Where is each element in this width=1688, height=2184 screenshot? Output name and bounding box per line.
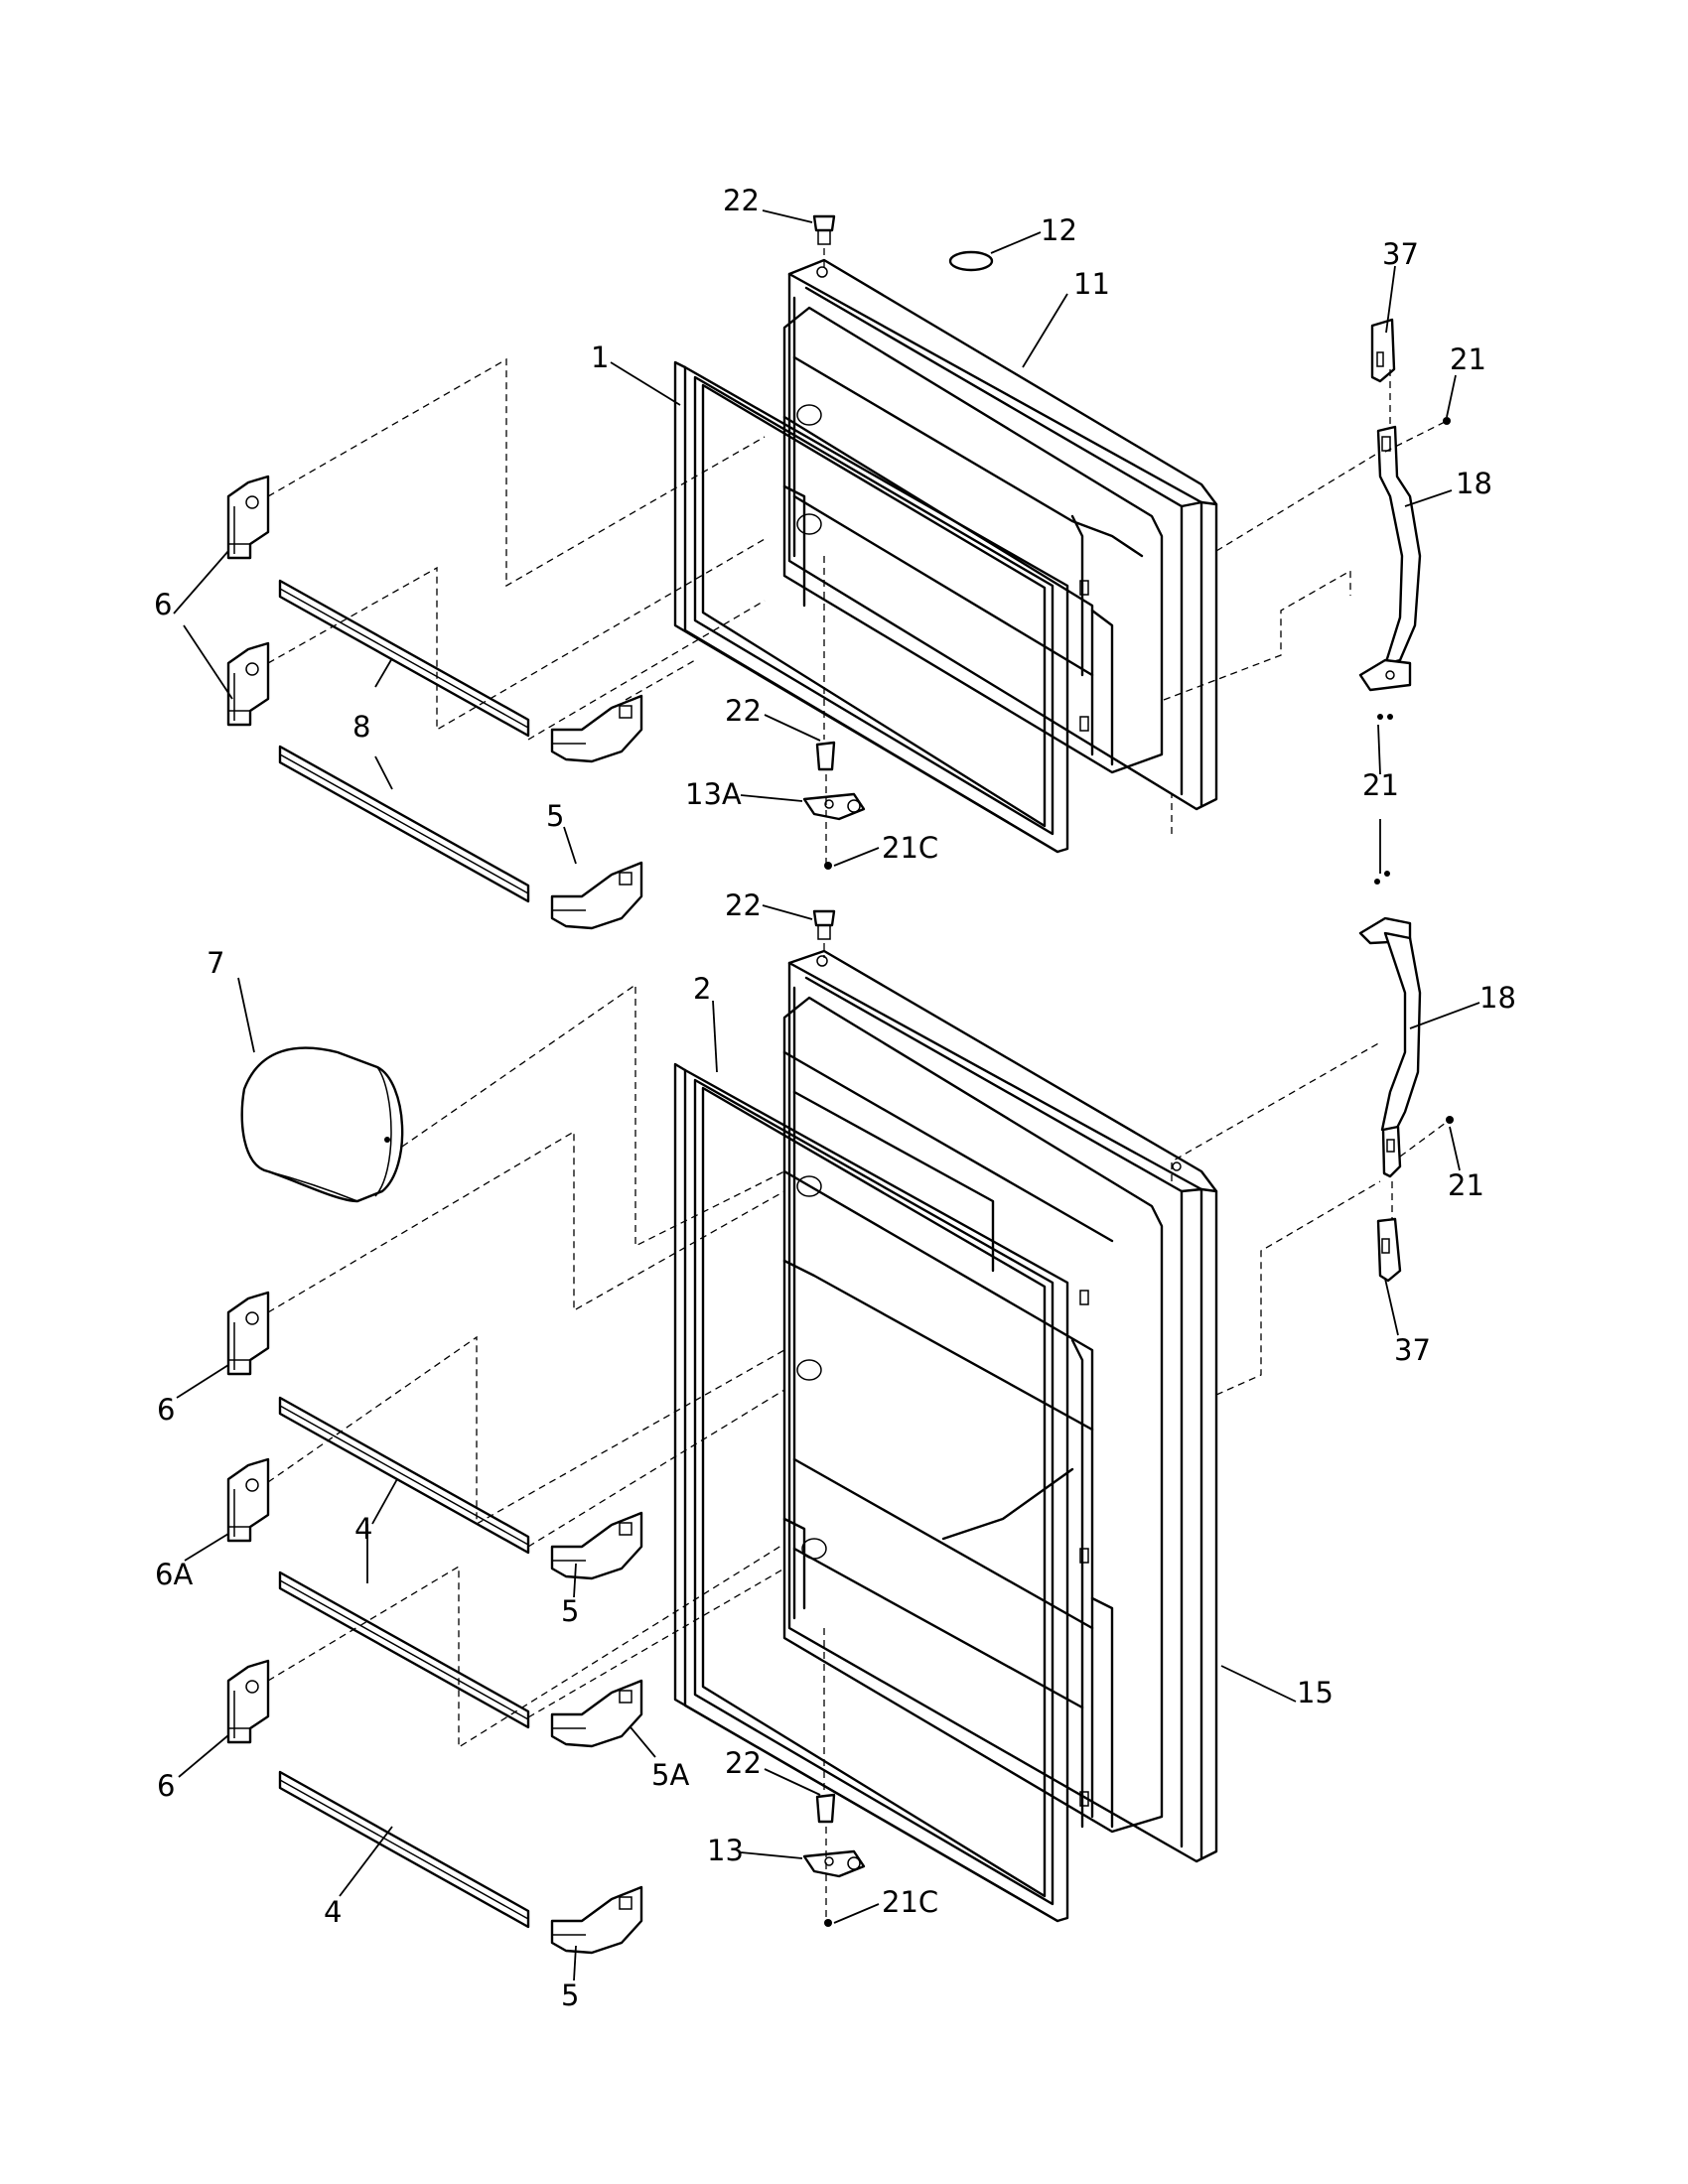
callout-label: 18 — [1456, 467, 1492, 500]
callout-label: 21 — [1450, 342, 1486, 376]
callout-label: 15 — [1297, 1676, 1334, 1709]
freezer-door — [782, 258, 1218, 811]
callout-label: 22 — [723, 184, 760, 217]
callout-label: 8 — [352, 710, 370, 744]
callout-label: 7 — [207, 946, 224, 980]
callout-label: 6A — [155, 1558, 193, 1591]
callout-label: 5 — [546, 799, 564, 833]
callout-label: 11 — [1073, 267, 1110, 301]
leader-lines — [173, 209, 1480, 1981]
callout-label: 13A — [685, 777, 742, 811]
callout-label: 37 — [1382, 237, 1419, 271]
callout-label: 21C — [882, 1885, 938, 1919]
callout-label: 6 — [154, 588, 172, 621]
callout-label: 21C — [882, 831, 938, 865]
callout-label: 5 — [561, 1594, 579, 1628]
callout-label: 5 — [561, 1979, 579, 2012]
freezer-door-gasket — [673, 360, 1069, 854]
callout-label: 21 — [1362, 768, 1399, 802]
callout-label: 4 — [354, 1512, 372, 1546]
shelf-parts — [226, 357, 785, 1955]
callout-label: 21 — [1448, 1168, 1484, 1202]
callout-label: 4 — [324, 1895, 342, 1929]
callout-label: 22 — [725, 1746, 762, 1780]
door-handles — [1163, 318, 1454, 1396]
fresh-food-door — [782, 949, 1218, 1863]
callout-label: 22 — [725, 694, 762, 728]
callout-labels: 22 12 11 37 21 1 18 6 8 22 13A 5 21 21C … — [154, 184, 1516, 2012]
hinge-hardware — [802, 214, 994, 1927]
callout-label: 18 — [1479, 981, 1516, 1015]
callout-label: 6 — [157, 1393, 175, 1427]
callout-label: 37 — [1394, 1333, 1431, 1367]
callout-label: 12 — [1041, 213, 1077, 247]
callout-label: 1 — [591, 341, 609, 374]
callout-label: 6 — [157, 1769, 175, 1803]
callout-label: 5A — [651, 1758, 689, 1792]
callout-label: 22 — [725, 888, 762, 922]
callout-label: 2 — [693, 972, 711, 1006]
fresh-food-door-gasket — [673, 1062, 1069, 1923]
callout-label: 13 — [707, 1834, 744, 1867]
